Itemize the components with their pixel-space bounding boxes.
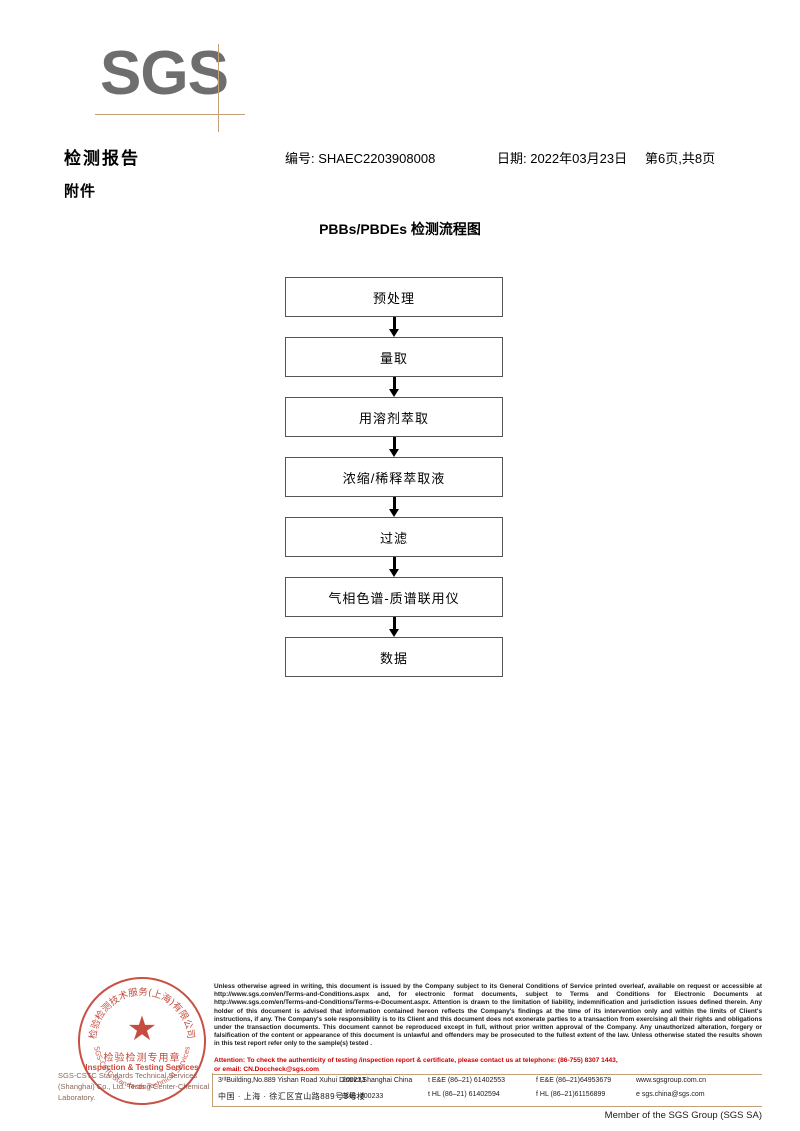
seal-center-cn: 检验检测专用章 [103,1053,181,1064]
flow-arrow-icon [285,617,503,637]
report-date: 日期: 2022年03月23日 [497,151,628,166]
page-title: 检测报告 [64,149,140,168]
flow-node: 气相色谱-质谱联用仪 [285,577,503,617]
address-row-en: 3ʳᵈBuilding,No.889 Yishan Road Xuhui Dis… [218,1077,766,1092]
flowchart-title: PBBs/PBDEs 检测流程图 [319,221,481,237]
page-footer: 检验检测技术服务(上海)有限公司 SGS-CSTC Standards Tech… [0,972,800,1131]
attention-line-2: or email: CN.Doccheck@sgs.com [214,1065,320,1073]
address-zip-en: 200233 [342,1077,366,1084]
flow-node: 预处理 [285,277,503,317]
report-number: 编号: SHAEC2203908008 [285,151,436,166]
logo-vertical-rule [218,44,219,132]
address-email: e sgs.china@sgs.com [636,1091,705,1098]
address-street-en: 3ʳᵈBuilding,No.889 Yishan Road Xuhui Dis… [218,1077,413,1084]
address-tel2-en: f E&E (86–21)64953679 [536,1077,612,1084]
flow-arrow-icon [285,377,503,397]
flow-arrow-icon [285,437,503,457]
address-web: www.sgsgroup.com.cn [636,1077,707,1084]
document-header: 检测报告 编号: SHAEC2203908008 日期: 2022年03月23日… [0,144,800,170]
flow-arrow-icon [285,317,503,337]
flow-node: 浓缩/稀释萃取液 [285,457,503,497]
address-street-cn: 中国 · 上海 · 徐汇区宜山路889号3号楼 [218,1092,366,1101]
flow-arrow-icon [285,497,503,517]
seal-company-name: SGS-CSTC Standards Technical Services (S… [58,1071,210,1102]
address-tel2-cn: f HL (86–21)61156899 [536,1091,606,1098]
seal-arc-text: 检验检测技术服务(上海)有限公司 SGS-CSTC Standards Tech… [87,986,196,1091]
member-of-sgs-group: Member of the SGS Group (SGS SA) [604,1110,762,1121]
address-zip-cn: 邮编: 200233 [342,1093,384,1100]
flowchart: 预处理 量取 用溶剂萃取 浓缩/稀释萃取液 过滤 气相色谱-质谱联用仪 数据 [285,277,503,677]
address-row-cn: 中国 · 上海 · 徐汇区宜山路889号3号楼 邮编: 200233 t HL … [218,1091,766,1106]
logo-horizontal-rule [95,114,245,115]
page-number: 第6页,共8页 [645,151,716,166]
address-separator [212,1073,213,1107]
legal-disclaimer: Unless otherwise agreed in writing, this… [214,983,762,1048]
seal-center-en: Inspection & Testing Services [85,1063,199,1072]
address-rule-bottom [212,1106,762,1107]
attention-line-1: Attention: To check the authenticity of … [214,1057,618,1064]
sgs-logo: SGS [95,38,250,132]
flow-arrow-icon [285,557,503,577]
star-icon: ★ [126,1010,158,1048]
address-tel1-en: t E&E (86–21) 61402553 [428,1077,506,1084]
attention-notice: Attention: To check the authenticity of … [214,1057,762,1074]
flow-node: 量取 [285,337,503,377]
flow-node: 过滤 [285,517,503,557]
address-tel1-cn: t HL (86–21) 61402594 [428,1091,500,1098]
flow-node: 用溶剂萃取 [285,397,503,437]
attachment-label: 附件 [64,183,97,200]
sgs-wordmark: SGS [100,39,229,108]
flow-node: 数据 [285,637,503,677]
official-seal-stamp: 检验检测技术服务(上海)有限公司 SGS-CSTC Standards Tech… [73,972,211,1110]
address-rule-top [212,1074,762,1075]
